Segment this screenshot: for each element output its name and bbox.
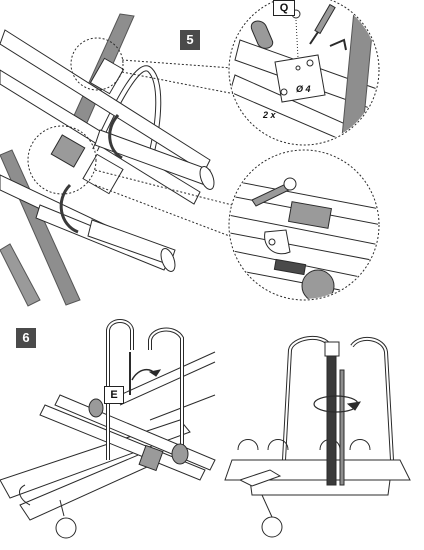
part-label-e: E (104, 386, 124, 404)
hex-key-icon (329, 38, 347, 51)
screwdriver-icon (309, 3, 336, 45)
step-badge-5: 5 (180, 30, 200, 50)
mitten-icon-shape (250, 20, 274, 49)
wrench-icon (251, 177, 297, 207)
rack-tubes (0, 29, 211, 271)
zoom-detail-upper (228, 0, 380, 146)
diameter-callout: Ø 4 (296, 84, 311, 94)
quantity-callout: 2 x (263, 110, 276, 120)
zoom-leaders (94, 59, 241, 241)
step5-rack-view (0, 13, 215, 307)
rack-straps (59, 114, 123, 234)
zoom-detail-lower (228, 149, 380, 301)
dark-vertical-arm (326, 354, 337, 486)
step-badge-6: 6 (16, 328, 36, 348)
part-label-q: Q (273, 0, 295, 16)
step6-rack-right (224, 335, 411, 538)
frame-beam-lower (0, 243, 41, 307)
mounting-plate (274, 54, 326, 103)
step6-rack-left (0, 319, 216, 539)
